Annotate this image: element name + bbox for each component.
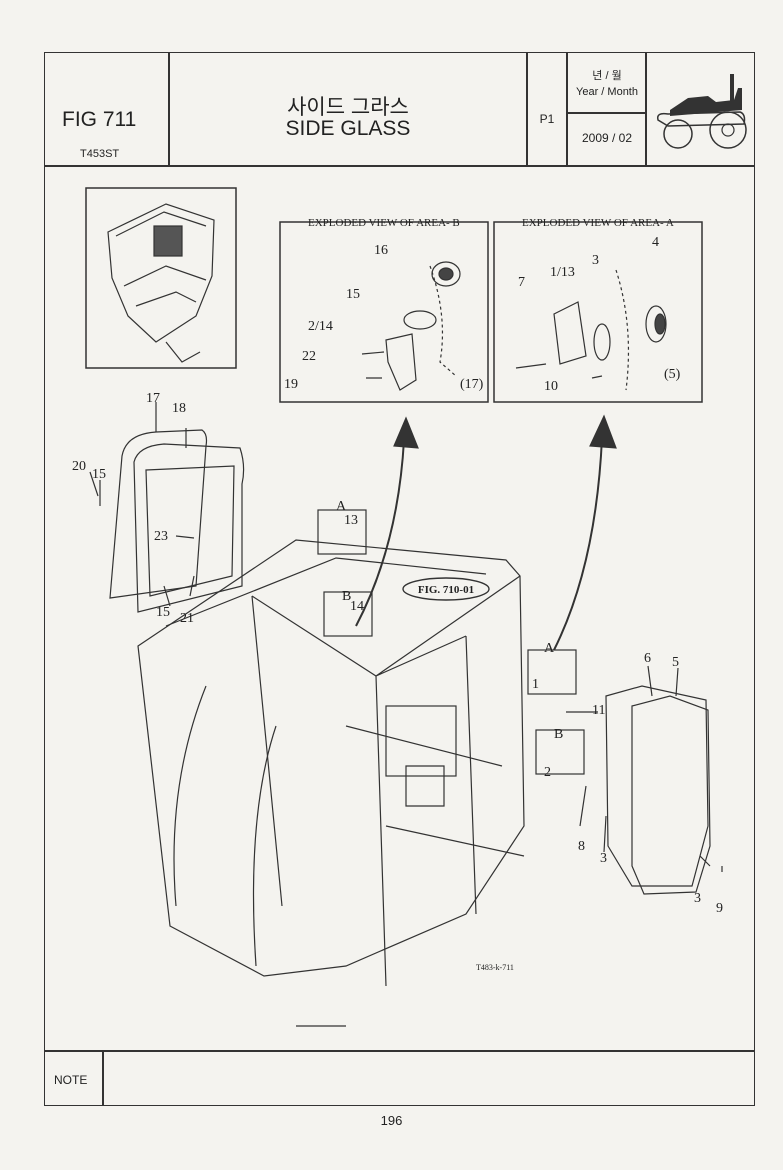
- callout-5: 5: [672, 655, 679, 670]
- callout-2: 2: [544, 765, 551, 780]
- callout-6: 6: [644, 651, 651, 666]
- callout-15-bottom: 15: [156, 605, 170, 620]
- note-col: [102, 1050, 104, 1106]
- date-divider: [566, 112, 646, 114]
- header-col-4: [645, 52, 647, 166]
- page-number: 196: [380, 1113, 403, 1128]
- callout-13: 13: [344, 513, 358, 528]
- title-korean: 사이드 그라스: [287, 96, 409, 119]
- callout-8: 8: [578, 839, 585, 854]
- callout-area-a-right: A: [544, 641, 555, 656]
- fig-reference: FIG. 710-01: [418, 584, 474, 596]
- exploded-view-a-title: EXPLODED VIEW OF AREA- A: [522, 217, 674, 229]
- callout-b-15: 15: [346, 287, 360, 302]
- year-month-korean: 년 / 월: [592, 70, 622, 82]
- tractor-logo-icon: [656, 74, 747, 149]
- title-english: SIDE GLASS: [285, 117, 411, 140]
- callout-1: 1: [532, 677, 539, 692]
- callout-23: 23: [154, 529, 168, 544]
- callout-3-left: 3: [600, 851, 607, 866]
- callout-11: 11: [592, 703, 605, 718]
- callout-a-3: 3: [592, 253, 599, 268]
- callout-a-4: 4: [652, 235, 659, 250]
- callout-b-2-14: 2/14: [308, 319, 333, 334]
- callout-9: 9: [716, 901, 723, 916]
- callout-15-top: 15: [92, 467, 106, 482]
- header-col-1: [168, 52, 170, 166]
- callout-b-22: 22: [302, 349, 316, 364]
- page-frame: [44, 52, 755, 1106]
- header-col-3: [566, 52, 568, 166]
- callout-a-7: 7: [518, 275, 525, 290]
- callout-17: 17: [146, 391, 160, 406]
- fig-label: FIG 711: [62, 108, 137, 131]
- exploded-view-b-title: EXPLODED VIEW OF AREA- B: [308, 217, 460, 229]
- callout-21: 21: [180, 611, 194, 626]
- callout-3-right: 3: [694, 891, 701, 906]
- drawing-code: T483-k-711: [476, 963, 514, 972]
- model-code: T453ST: [80, 148, 120, 160]
- page-code: P1: [539, 112, 555, 126]
- note-divider: [44, 1050, 755, 1052]
- header-divider: [44, 165, 755, 167]
- revision-date: 2009 / 02: [581, 131, 633, 145]
- side-glass-diagram: EXPLODED VIEW OF AREA- B EXPLODED VIEW O…: [72, 187, 723, 1027]
- callout-b-17: (17): [460, 377, 484, 392]
- callout-a-10: 10: [544, 379, 558, 394]
- callout-area-a-top: A: [336, 499, 347, 514]
- year-month-english: Year / Month: [576, 86, 638, 98]
- callout-b-19: 19: [284, 377, 298, 392]
- note-label: NOTE: [54, 1073, 88, 1087]
- callout-18: 18: [172, 401, 186, 416]
- callout-a-1-13: 1/13: [550, 265, 575, 280]
- callout-20: 20: [72, 459, 86, 474]
- callout-14: 14: [350, 599, 364, 614]
- header-col-2: [526, 52, 528, 166]
- callout-a-5: (5): [664, 367, 681, 382]
- callout-b-16: 16: [374, 243, 388, 258]
- callout-area-b-top: B: [342, 589, 351, 604]
- callout-area-b-right: B: [554, 727, 563, 742]
